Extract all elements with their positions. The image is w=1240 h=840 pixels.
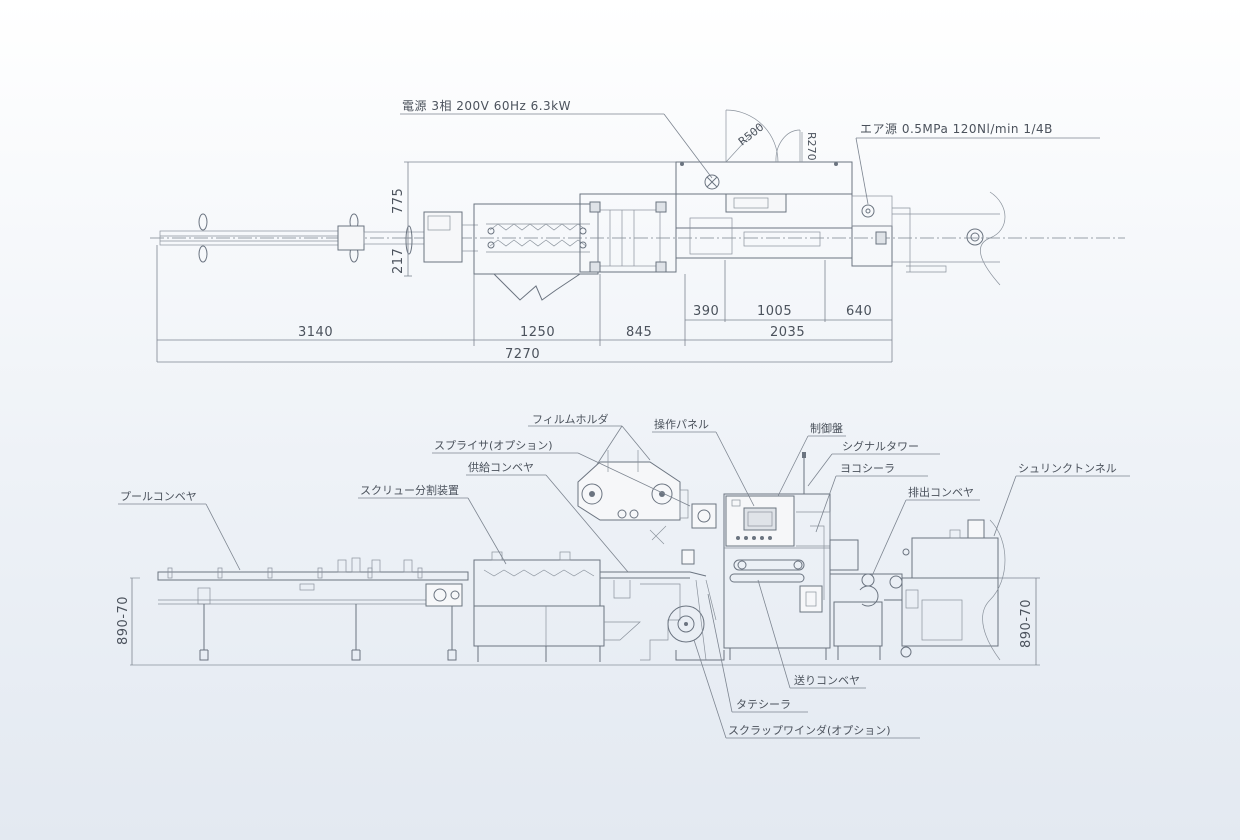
sealer-discharge-side (810, 525, 903, 660)
scrap-winder-side (667, 579, 725, 661)
callout-screw-divider: スクリュー分割装置 (360, 483, 459, 497)
callout-film-holder: フィルムホルダ (532, 412, 609, 426)
height-left-label: 890-70 (116, 596, 131, 645)
callout-control-cabinet: 制御盤 (810, 421, 843, 435)
callout-vertical-sealer: タテシーラ (736, 698, 791, 711)
feed-section-plan (579, 193, 677, 273)
screw-divider-head-plan (423, 211, 463, 263)
dim-3140: 3140 (298, 325, 333, 340)
height-217-label: 217 (391, 248, 406, 274)
pool-conveyor-side (157, 557, 469, 661)
air-spec-label: エア源 0.5MPa 120Nl/min 1/4B (860, 122, 1053, 136)
shrink-tunnel-side (900, 519, 1006, 661)
callout-control-panel: 操作パネル (654, 417, 709, 431)
dim-845: 845 (626, 325, 652, 340)
discharge-plan (851, 191, 1006, 286)
air-spec-callout: エア源 0.5MPa 120Nl/min 1/4B (855, 122, 1100, 205)
plan-length-dims: 3140 1250 845 2035 390 1005 640 7270 (156, 245, 893, 363)
radius-r270-label: R270 (805, 132, 818, 161)
callout-feed-conveyor: 供給コンベヤ (468, 460, 534, 474)
feed-conveyor-side (600, 549, 707, 661)
plan-view: R500 R270 775 217 (150, 99, 1125, 363)
callout-discharge-conveyor: 排出コンベヤ (908, 485, 974, 499)
side-height-dims: 890-70 890-70 (116, 577, 1040, 665)
callout-signal-tower: シグナルタワー (842, 439, 919, 453)
callout-splicer: スプライサ(オプション) (434, 439, 553, 452)
wrapper-body-plan: R500 R270 (675, 109, 853, 259)
power-spec-callout: 電源 3相 200V 60Hz 6.3kW (400, 99, 713, 179)
height-right-label: 890-70 (1019, 599, 1034, 648)
dim-2035: 2035 (770, 325, 805, 340)
dim-390: 390 (693, 304, 719, 319)
screw-divider-side (473, 551, 641, 662)
screw-divider-plan (473, 203, 599, 301)
height-775-label: 775 (391, 188, 406, 214)
dim-1005: 1005 (757, 304, 792, 319)
dim-640: 640 (846, 304, 872, 319)
film-holder-side (577, 450, 717, 545)
plan-height-dims: 775 217 (391, 161, 676, 277)
dim-1250: 1250 (520, 325, 555, 340)
callout-horizontal-sealer: ヨコシーラ (840, 462, 895, 475)
callout-pool-conveyor: プールコンベヤ (120, 490, 197, 503)
dim-7270-total: 7270 (505, 347, 540, 362)
callout-transfer-conveyor: 送りコンベヤ (794, 673, 860, 687)
wrapper-body-side (723, 452, 831, 660)
power-spec-label: 電源 3相 200V 60Hz 6.3kW (402, 99, 571, 113)
callout-scrap-winder: スクラップワインダ(オプション) (728, 723, 891, 737)
side-view: 890-70 890-70 フィルムホルダ スプライサ(オプション) 供給コンベ… (116, 412, 1130, 739)
callout-shrink-tunnel: シュリンクトンネル (1018, 462, 1117, 475)
side-callouts: フィルムホルダ スプライサ(オプション) 供給コンベヤ スクリュー分割装置 プー… (118, 412, 1130, 739)
